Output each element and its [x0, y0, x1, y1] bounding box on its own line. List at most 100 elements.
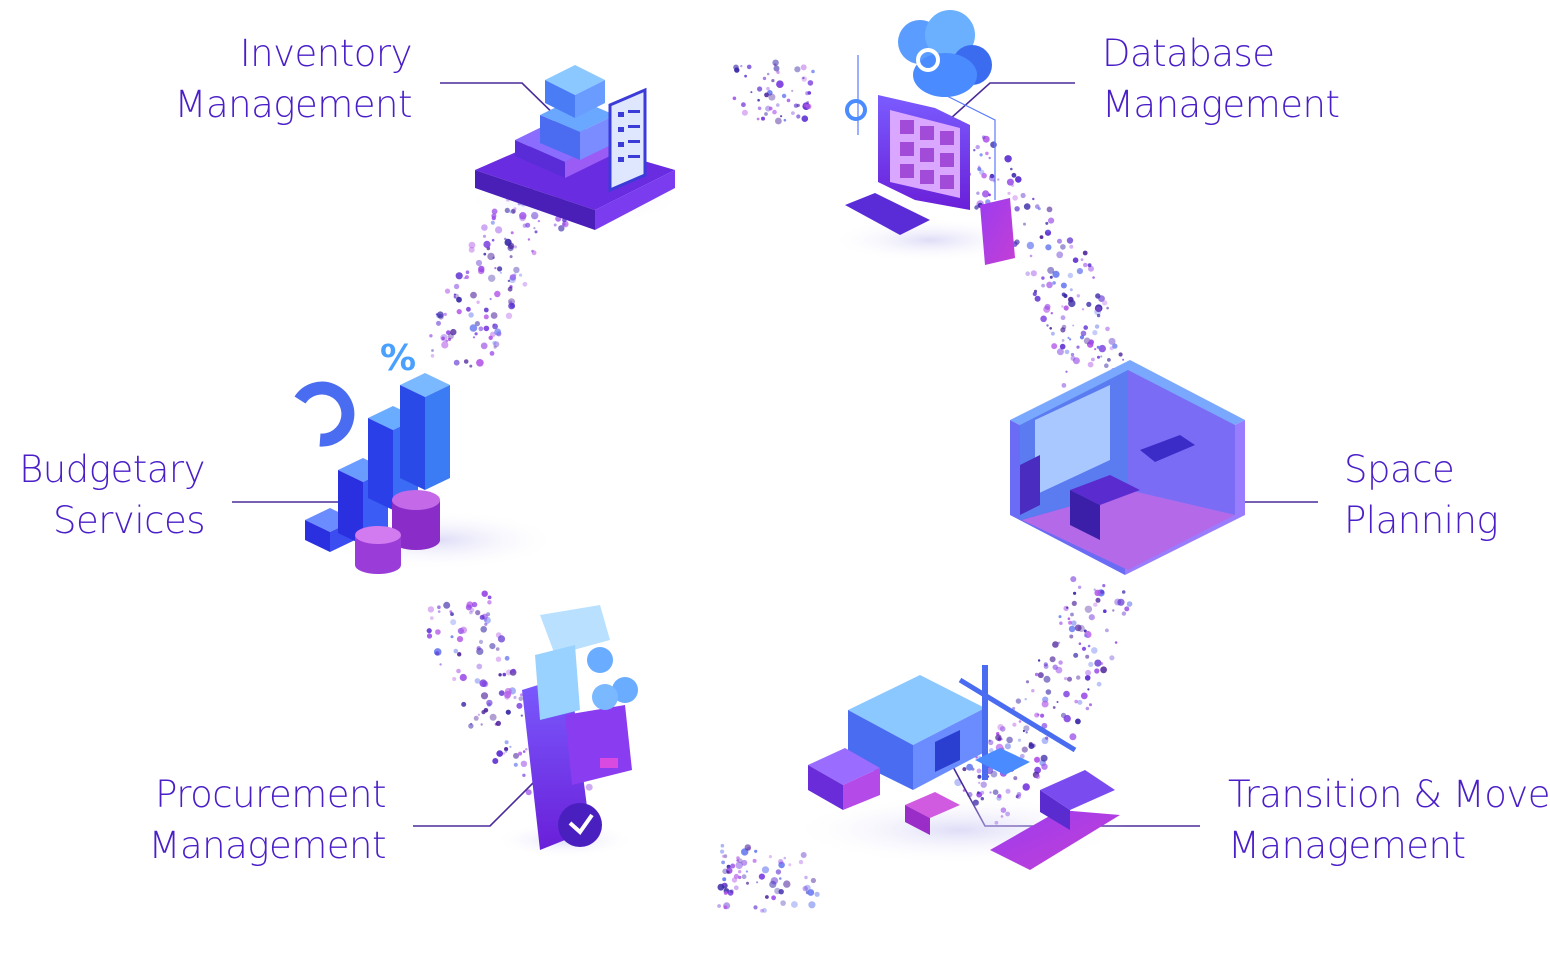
particle-dot: [429, 334, 433, 338]
particle-dot: [1052, 270, 1060, 278]
particle-dot: [1071, 600, 1077, 607]
particle-dot: [1074, 699, 1078, 704]
particle-dot: [1106, 306, 1109, 310]
particle-dot: [1052, 281, 1056, 285]
particle-dot: [783, 880, 791, 888]
particle-dot: [1023, 725, 1030, 732]
particle-dot: [427, 606, 435, 613]
particle-dot: [1080, 692, 1088, 700]
particle-dot: [1103, 609, 1107, 613]
particle-dot: [976, 768, 982, 774]
particle-dot: [962, 767, 967, 772]
particle-dot: [1092, 330, 1098, 336]
particle-dot: [761, 116, 765, 121]
particle-dot: [977, 167, 982, 171]
particle-dot: [441, 341, 449, 349]
particle-dot: [735, 861, 743, 869]
particle-dot: [1098, 344, 1107, 353]
particle-dot: [505, 312, 513, 319]
particle-dot: [730, 889, 734, 893]
particle-dot: [469, 324, 478, 332]
particle-dot: [1095, 306, 1102, 313]
particle-dot: [495, 720, 501, 727]
particle-dot: [481, 224, 488, 231]
particle-dot: [430, 616, 434, 620]
particle-dot: [1073, 652, 1079, 658]
particle-dot: [1035, 204, 1040, 209]
particle-dot: [1061, 324, 1067, 330]
particle-dot: [1081, 308, 1085, 311]
particle-dot: [1049, 327, 1052, 330]
particle-dot: [522, 281, 528, 287]
particle-dot: [1046, 324, 1049, 327]
particle-dot: [791, 89, 794, 92]
particle-dot: [455, 272, 463, 280]
particle-dot: [1022, 783, 1030, 791]
particle-dot: [1087, 688, 1090, 691]
particle-dot: [1064, 677, 1068, 681]
particle-dot: [1061, 305, 1064, 308]
leader-line-database: [939, 82, 1075, 129]
particle-dot: [1100, 590, 1105, 594]
particle-dot: [757, 98, 760, 102]
particle-dot: [750, 91, 753, 94]
particle-dot: [1095, 597, 1101, 603]
particle-dot: [1015, 176, 1022, 183]
particle-dot: [476, 359, 484, 367]
particle-dot: [469, 364, 473, 368]
warehouse-truck-crane-ship-icon: [790, 665, 1130, 870]
particle-dot: [1004, 743, 1012, 750]
particle-dot: [489, 351, 495, 356]
particle-dot: [426, 633, 433, 639]
particle-dot: [976, 191, 980, 195]
particle-dot: [484, 622, 488, 626]
particle-dot: [1112, 343, 1118, 349]
particle-dot: [776, 80, 784, 88]
particle-dot: [1089, 703, 1092, 707]
particle-dot: [783, 856, 787, 860]
particle-dot: [741, 109, 748, 116]
particle-dot: [511, 668, 516, 673]
phone-receipt-card-coins-icon: [495, 605, 638, 858]
particle-dot: [481, 590, 488, 597]
particle-dot: [493, 345, 497, 349]
particle-dot: [470, 291, 477, 299]
particle-dot: [989, 791, 992, 794]
particle-dot: [1114, 641, 1118, 644]
particle-dot: [478, 326, 484, 332]
particle-dot: [760, 908, 764, 913]
particle-dot: [727, 889, 734, 896]
particle-dot: [989, 748, 994, 753]
particle-dot: [518, 751, 523, 756]
particle-dot: [513, 762, 518, 767]
particle-dot: [733, 885, 739, 891]
particle-dot: [492, 758, 499, 764]
particle-dot: [1084, 675, 1091, 681]
particle-dot: [1084, 605, 1093, 613]
particle-dot: [1073, 591, 1077, 595]
particle-dot: [717, 904, 721, 908]
particle-dot: [771, 79, 775, 83]
particle-dot: [585, 783, 593, 791]
particle-dot: [525, 222, 531, 228]
particle-dot: [495, 226, 503, 234]
particle-dot: [478, 265, 485, 273]
particle-dot: [474, 332, 478, 336]
particle-dot: [456, 309, 462, 315]
percent-glyph: %: [380, 338, 416, 379]
particle-dot: [513, 245, 518, 249]
particle-dot: [464, 275, 469, 280]
particle-dot: [1023, 222, 1026, 226]
particle-dot: [1068, 299, 1076, 308]
particle-dot: [436, 320, 441, 326]
particle-dot: [808, 901, 816, 909]
particle-dot: [468, 241, 476, 249]
procurement-label-line2: Management: [148, 824, 387, 867]
particle-dot: [1034, 712, 1040, 718]
particle-dot: [1094, 304, 1103, 313]
particle-dot: [1005, 788, 1011, 794]
particle-dot: [490, 220, 495, 225]
particle-dot: [744, 844, 751, 851]
particle-dot: [1080, 330, 1087, 337]
particle-dot: [804, 884, 811, 892]
